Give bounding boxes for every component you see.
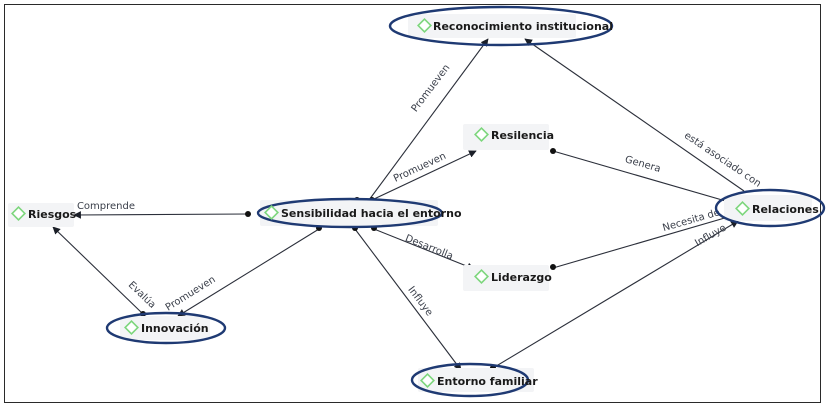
edge-origin-dot <box>550 264 556 270</box>
edge-origin-dot <box>245 211 251 217</box>
diamond-icon <box>474 269 489 284</box>
edge-innovacion-riesgos <box>52 226 144 315</box>
edge-relaciones-reconocimiento <box>524 38 745 192</box>
node-resiliencia[interactable]: Resilencia <box>463 124 554 150</box>
edge-sensibilidad-resiliencia <box>371 150 477 201</box>
edge-resiliencia-relaciones <box>552 150 737 206</box>
edge-sensibilidad-innovacion <box>177 228 320 317</box>
edge-entorno-relaciones <box>492 220 739 369</box>
edge-label-sens-recon: Promueven <box>410 63 453 115</box>
diamond-icon <box>264 205 279 220</box>
node-riesgos[interactable]: Riesgos <box>8 203 77 227</box>
edge-sensibilidad-liderazgo <box>373 228 475 271</box>
diamond-icon <box>420 373 435 388</box>
edge-label-rel-recon: está asociado con <box>682 129 763 189</box>
edge-sensibilidad-reconocimiento <box>368 38 489 201</box>
node-entorno[interactable]: Entorno familiar <box>410 362 538 398</box>
edge-liderazgo-relaciones <box>552 213 736 269</box>
diamond-icon <box>417 18 432 33</box>
node-label: Relaciones <box>752 203 819 216</box>
node-label: Riesgos <box>28 208 77 221</box>
diamond-icon <box>124 320 139 335</box>
node-liderazgo[interactable]: Liderazgo <box>463 265 552 291</box>
node-innovacion[interactable]: Innovación <box>105 311 227 345</box>
edge-label-innov-riesgos: Evalúa <box>126 279 159 311</box>
diamond-icon <box>11 206 26 221</box>
diagram-frame <box>4 4 821 403</box>
node-label: Entorno familiar <box>437 375 538 388</box>
diamond-icon <box>735 201 750 216</box>
edge-sensibilidad-riesgos <box>73 211 249 219</box>
node-label: Sensibilidad hacia el entorno <box>281 207 462 220</box>
edge-label-sens-riesgos: Comprende <box>77 201 135 212</box>
edge-label-resil-rel: Genera <box>624 154 662 175</box>
edge-label-entorno-rel: Influye <box>693 223 728 250</box>
node-sensibilidad[interactable]: Sensibilidad hacia el entorno <box>256 197 462 229</box>
node-label: Innovación <box>141 322 209 335</box>
edge-sensibilidad-entorno <box>354 228 462 371</box>
node-reconocimiento[interactable]: Reconocimiento institucional <box>388 5 614 47</box>
diamond-icon <box>474 127 489 142</box>
node-relaciones[interactable]: Relaciones <box>714 188 826 228</box>
node-label: Liderazgo <box>491 271 552 284</box>
edge-label-sens-lider: Desarrolla <box>403 233 454 262</box>
node-label: Reconocimiento institucional <box>433 20 613 33</box>
edge-origin-dot <box>550 148 556 154</box>
node-label: Resilencia <box>491 129 554 142</box>
